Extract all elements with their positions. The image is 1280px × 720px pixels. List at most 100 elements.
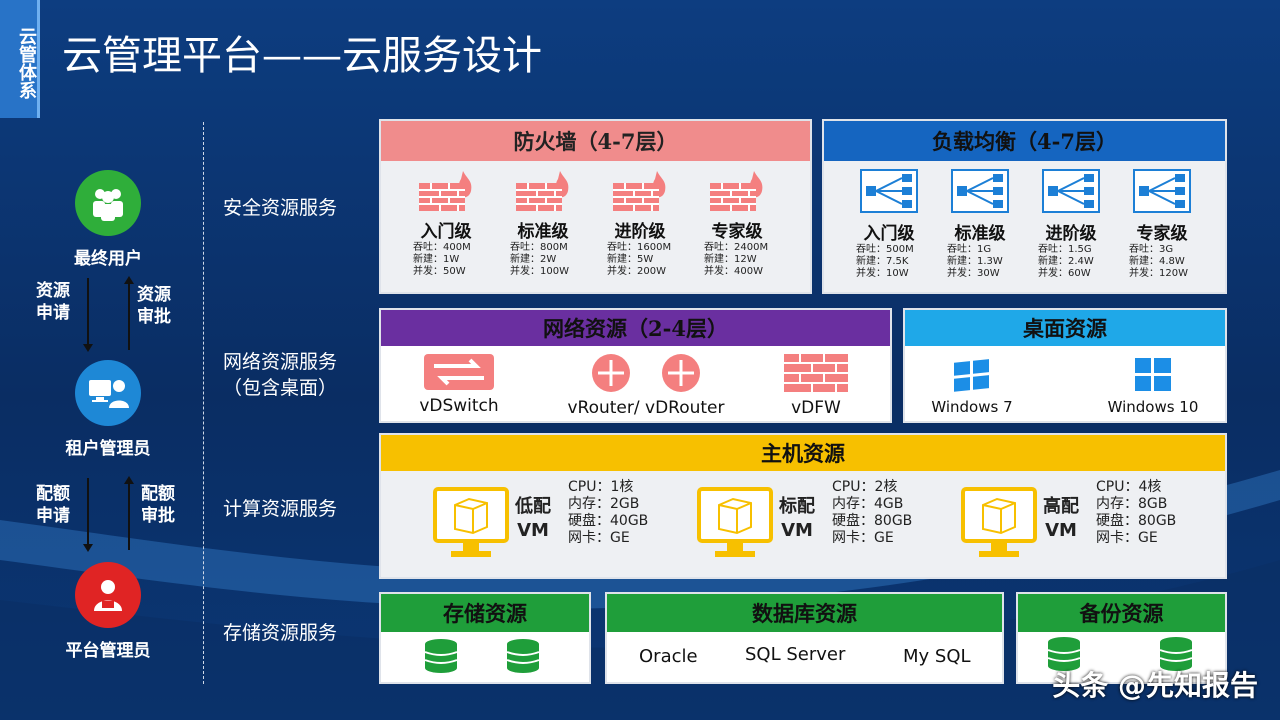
flow-resource-request: 资源 申请	[36, 281, 70, 323]
watermark: 头条 @先知报告	[1052, 669, 1258, 702]
switch-icon	[424, 354, 494, 390]
tier-spec: 并发：60W	[1038, 268, 1091, 279]
tier-name: 进阶级	[614, 222, 666, 242]
backup-database-icon	[1159, 637, 1193, 671]
tier-name: 专家级	[711, 222, 763, 242]
tier-spec: 吞吐：400M	[413, 242, 471, 253]
tier-spec: 新建：2.4W	[1038, 256, 1094, 267]
storage-icons	[381, 632, 589, 682]
vdfw-item: vDFW	[776, 354, 856, 418]
tier-spec: 吞吐：800M	[510, 242, 568, 253]
panel-title: 存储资源	[381, 594, 589, 632]
load-balancer-icon	[1042, 169, 1100, 217]
panel-title: 负载均衡（4-7层）	[824, 121, 1225, 161]
monitor-icon	[433, 487, 509, 565]
tier-spec: 吞吐：1.5G	[1038, 244, 1092, 255]
firewall-icon	[417, 171, 475, 215]
network-panel: 网络资源（2-4层） vDSwitch vRouter/ vDRouter vD…	[379, 308, 892, 423]
database-panel: 数据库资源 Oracle SQL Server My SQL	[605, 592, 1004, 684]
panel-title: 桌面资源	[905, 310, 1225, 346]
db-sqlserver: SQL Server	[745, 644, 846, 665]
backup-panel: 备份资源	[1016, 592, 1227, 684]
backup-database-icon	[1047, 637, 1081, 671]
windows10-icon	[1135, 358, 1171, 391]
backup-icons	[1018, 632, 1225, 682]
service-compute: 计算资源服务	[223, 498, 338, 520]
firewall-icon	[514, 171, 572, 215]
flow-quota-request: 配额 申请	[36, 484, 70, 526]
router-icon	[592, 354, 700, 392]
windows7-item: Windows 7	[927, 358, 1017, 416]
role-end-user: 最终用户	[43, 170, 173, 269]
firewall-icon	[611, 171, 669, 215]
load-balancer-icon	[860, 169, 918, 217]
service-network: 网络资源服务 （包含桌面）	[223, 351, 338, 399]
tier-name: 进阶级	[1045, 224, 1097, 244]
role-tenant-admin: 租户管理员	[43, 360, 173, 459]
platform-admin-icon	[75, 562, 141, 628]
windows10-item: Windows 10	[1103, 358, 1203, 416]
tier-name: 专家级	[1136, 224, 1188, 244]
vm-label: 高配 VM	[1043, 496, 1079, 541]
panel-title: 数据库资源	[607, 594, 1002, 632]
database-icon	[506, 639, 540, 673]
tier-spec: 新建：4.8W	[1129, 256, 1185, 267]
arrow-down	[83, 478, 93, 552]
tier-spec: 并发：200W	[607, 266, 666, 277]
arrow-down	[83, 278, 93, 352]
load-balancer-icon	[951, 169, 1009, 217]
tier-spec: 吞吐：500M	[856, 244, 914, 255]
side-tab: 云管体系	[0, 0, 40, 118]
vdswitch-item: vDSwitch	[409, 354, 509, 416]
windows7-icon	[954, 359, 989, 392]
arrow-up	[124, 276, 134, 350]
flow-resource-approve: 资源 审批	[137, 285, 171, 327]
group-icon	[75, 170, 141, 236]
tier-spec: 新建：2W	[510, 254, 557, 265]
page-title: 云管理平台——云服务设计	[62, 33, 542, 79]
service-storage: 存储资源服务	[223, 622, 338, 644]
db-mysql: My SQL	[903, 646, 971, 667]
desktop-items: Windows 7 Windows 10	[905, 346, 1225, 421]
tier-spec: 新建：7.5K	[856, 256, 909, 267]
network-items: vDSwitch vRouter/ vDRouter vDFW	[381, 346, 890, 421]
firewall-icon	[784, 354, 848, 392]
tier-spec: 吞吐：1G	[947, 244, 992, 255]
database-items: Oracle SQL Server My SQL	[607, 632, 1002, 682]
monitor-icon	[697, 487, 773, 565]
tier-spec: 并发：50W	[413, 266, 466, 277]
vm-label: 低配 VM	[515, 496, 551, 541]
tier-spec: 新建：5W	[607, 254, 654, 265]
tier-name: 入门级	[420, 222, 472, 242]
role-platform-admin: 平台管理员	[43, 562, 173, 661]
role-label: 最终用户	[74, 249, 142, 269]
tier-spec: 新建：1.3W	[947, 256, 1003, 267]
tier-spec: 吞吐：2400M	[704, 242, 769, 253]
tier-spec: 吞吐：1600M	[607, 242, 672, 253]
storage-panel: 存储资源	[379, 592, 591, 684]
load-balancer-icon	[1133, 169, 1191, 217]
admin-computer-icon	[75, 360, 141, 426]
database-icon	[424, 639, 458, 673]
role-label: 租户管理员	[65, 439, 151, 459]
panel-title: 防火墙（4-7层）	[381, 121, 810, 161]
